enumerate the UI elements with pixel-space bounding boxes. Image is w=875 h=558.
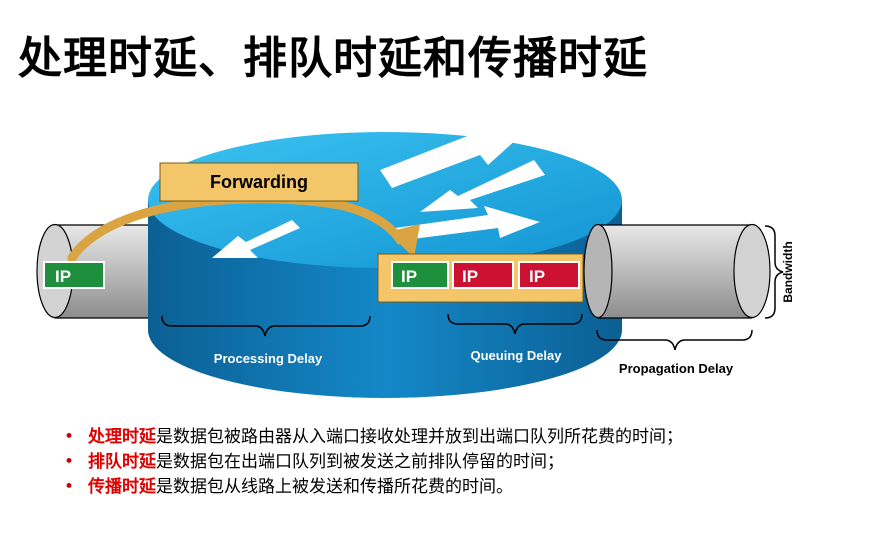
propagation-delay-label: Propagation Delay <box>619 361 734 376</box>
packet-label: IP <box>401 267 417 286</box>
processing-delay-label: Processing Delay <box>214 351 323 366</box>
bullet-icon: • <box>64 427 75 447</box>
definition-list: • 处理时延是数据包被路由器从入端口接收处理并放到出端口队列所花费的时间； • … <box>62 425 842 500</box>
definition-text: 是数据包从线路上被发送和传播所花费的时间。 <box>156 477 513 497</box>
output-queue: IP IP IP <box>377 253 584 303</box>
output-link-pipe <box>583 223 771 319</box>
definition-text: 是数据包被路由器从入端口接收处理并放到出端口队列所花费的时间； <box>156 427 683 447</box>
processing-delay-brace <box>161 315 371 337</box>
input-packet: IP <box>43 261 105 289</box>
router-arrow-icon <box>395 206 540 240</box>
queuing-delay-brace <box>447 313 583 335</box>
queued-packet-green <box>391 261 449 289</box>
forwarding-arrow-head-icon <box>388 224 420 258</box>
router-delay-diagram: Forwarding IP IP IP IP Processing Delay … <box>36 125 795 398</box>
forwarding-label: Forwarding <box>210 172 308 192</box>
definition-text: 是数据包在出端口队列到被发送之前排队停留的时间； <box>156 452 564 472</box>
queuing-delay-label: Queuing Delay <box>470 348 562 363</box>
term-propagation-delay: 传播时延 <box>88 477 156 497</box>
router-arrow-icon <box>420 160 545 212</box>
bullet-icon: • <box>64 452 75 472</box>
list-item: • 传播时延是数据包从线路上被发送和传播所花费的时间。 <box>62 475 842 500</box>
page-title: 处理时延、排队时延和传播时延 <box>18 33 648 84</box>
packet-label: IP <box>462 267 478 286</box>
list-item: • 排队时延是数据包在出端口队列到被发送之前排队停留的时间； <box>62 450 842 475</box>
router-arrow-icon <box>212 220 300 258</box>
term-processing-delay: 处理时延 <box>88 427 156 447</box>
bandwidth-brace <box>764 225 784 319</box>
forwarding-box <box>159 162 359 202</box>
queued-packet-red <box>452 261 514 289</box>
packet-label: IP <box>529 267 545 286</box>
term-queuing-delay: 排队时延 <box>88 452 156 472</box>
bullet-icon: • <box>64 477 75 497</box>
list-item: • 处理时延是数据包被路由器从入端口接收处理并放到出端口队列所花费的时间； <box>62 425 842 450</box>
router-arrow-icon <box>380 125 518 188</box>
bandwidth-label: Bandwidth <box>781 241 795 302</box>
packet-label: IP <box>55 267 71 286</box>
propagation-delay-brace <box>596 329 753 351</box>
queued-packet-red <box>518 261 580 289</box>
